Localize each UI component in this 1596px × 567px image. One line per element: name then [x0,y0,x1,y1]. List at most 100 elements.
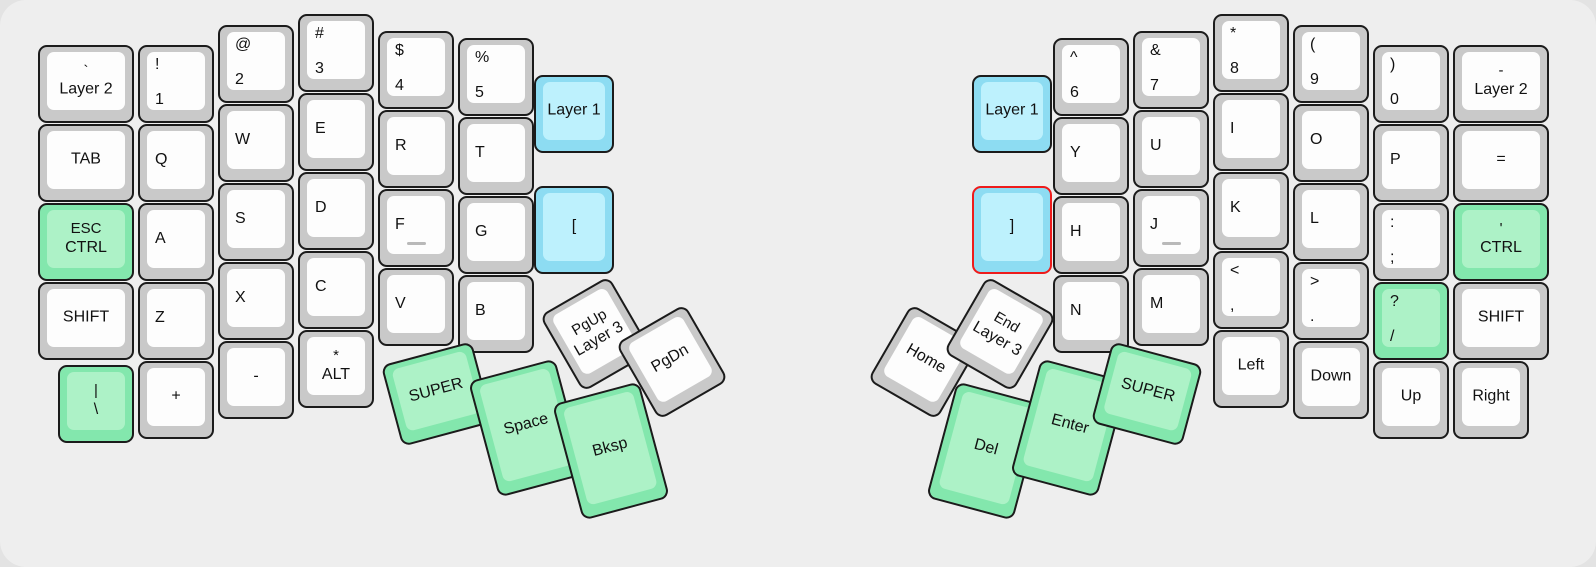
key-legend-shift: ( [1310,36,1316,53]
key-legend: ^6 [1070,49,1116,103]
key-legend: SHIFT [1462,309,1540,328]
key-l[interactable]: L [1293,183,1369,261]
key-legend-base: W [235,131,251,148]
key-legend: ?/ [1390,293,1436,347]
key-z[interactable]: Z [138,282,214,360]
key-j[interactable]: J [1133,189,1209,267]
key-bracket-left[interactable]: [ [534,186,614,274]
key-o[interactable]: O [1293,104,1369,182]
keycap-surface: Bksp [562,390,658,506]
key-6[interactable]: ^6 [1053,38,1129,116]
key-e[interactable]: E [298,93,374,171]
key-equal[interactable]: = [1453,124,1549,202]
key-shift-right[interactable]: SHIFT [1453,282,1549,360]
key-up[interactable]: Up [1373,361,1449,439]
key-4[interactable]: $4 [378,31,454,109]
key-legend-base: Q [155,151,168,168]
key-7[interactable]: &7 [1133,31,1209,109]
key-h[interactable]: H [1053,196,1129,274]
key-minus-left[interactable]: - [218,341,294,419]
key-down[interactable]: Down [1293,341,1369,419]
key-k[interactable]: K [1213,172,1289,250]
key-legend: Up [1382,388,1440,407]
key-3[interactable]: #3 [298,14,374,92]
key-legend-base: V [395,295,406,312]
key-n[interactable]: N [1053,275,1129,353]
key-x[interactable]: X [218,262,294,340]
key-t[interactable]: T [458,117,534,195]
key-star-alt[interactable]: *ALT [298,330,374,408]
key-semicolon[interactable]: :; [1373,203,1449,281]
key-legend: N [1070,286,1116,321]
key-layer2-right[interactable]: -Layer 2 [1453,45,1549,123]
key-legend-base: SUPER [1119,374,1177,406]
key-a[interactable]: A [138,203,214,281]
key-tab[interactable]: TAB [38,124,134,202]
key-0[interactable]: )0 [1373,45,1449,123]
key-g[interactable]: G [458,196,534,274]
key-f[interactable]: F [378,189,454,267]
key-legend: -Layer 2 [1462,62,1540,100]
key-quote-ctrl[interactable]: 'CTRL [1453,203,1549,281]
keycap-surface: ^6 [1062,45,1120,103]
key-i[interactable]: I [1213,93,1289,171]
key-right[interactable]: Right [1453,361,1529,439]
key-w[interactable]: W [218,104,294,182]
key-b[interactable]: B [458,275,534,353]
key-plus[interactable]: + [138,361,214,439]
keycap-surface: (9 [1302,32,1360,90]
key-legend-base: N [1070,302,1082,319]
key-legend-base: . [1310,307,1315,325]
key-period[interactable]: >. [1293,262,1369,340]
key-legend-base: CTRL [65,238,107,256]
key-y[interactable]: Y [1053,117,1129,195]
key-legend-base: Layer 1 [547,101,601,119]
key-layer1-right[interactable]: Layer 1 [972,75,1052,153]
key-pipe-backslash[interactable]: |\ [58,365,134,443]
key-5[interactable]: %5 [458,38,534,116]
key-m[interactable]: M [1133,268,1209,346]
key-legend-shift: | [94,382,98,400]
key-legend: Layer 1 [543,102,605,121]
key-r[interactable]: R [378,110,454,188]
key-shift-left[interactable]: SHIFT [38,282,134,360]
key-c[interactable]: C [298,251,374,329]
keycap-surface: M [1142,275,1200,333]
key-legend: Z [155,293,201,328]
key-legend-shift: ' [1499,220,1503,238]
key-comma[interactable]: <, [1213,251,1289,329]
key-legend: Left [1222,357,1280,376]
key-d[interactable]: D [298,172,374,250]
key-legend: PgDn [639,336,702,383]
keycap-surface: SUPER [1102,350,1193,432]
key-legend: Right [1462,388,1520,407]
key-legend-base: 3 [315,59,324,77]
keycap-surface: !1 [147,52,205,110]
keycap-surface: K [1222,179,1280,237]
key-9[interactable]: (9 [1293,25,1369,103]
key-layer2-left[interactable]: `Layer 2 [38,45,134,123]
key-legend-base: O [1310,131,1323,148]
key-1[interactable]: !1 [138,45,214,123]
key-8[interactable]: *8 [1213,14,1289,92]
key-layer1-left[interactable]: Layer 1 [534,75,614,153]
key-u[interactable]: U [1133,110,1209,188]
key-2[interactable]: @2 [218,25,294,103]
key-q[interactable]: Q [138,124,214,202]
key-legend: U [1150,121,1196,156]
key-bracket-right[interactable]: ] [972,186,1052,274]
key-slash[interactable]: ?/ [1373,282,1449,360]
key-p[interactable]: P [1373,124,1449,202]
key-left[interactable]: Left [1213,330,1289,408]
key-legend: E [315,104,361,139]
key-legend-shift: ? [1390,293,1399,310]
key-legend-base: SHIFT [62,308,110,326]
key-v[interactable]: V [378,268,454,346]
keycap-surface: H [1062,203,1120,261]
key-legend: )0 [1390,56,1436,110]
key-s[interactable]: S [218,183,294,261]
key-legend: B [475,286,521,321]
keycap-surface: SHIFT [47,289,125,347]
